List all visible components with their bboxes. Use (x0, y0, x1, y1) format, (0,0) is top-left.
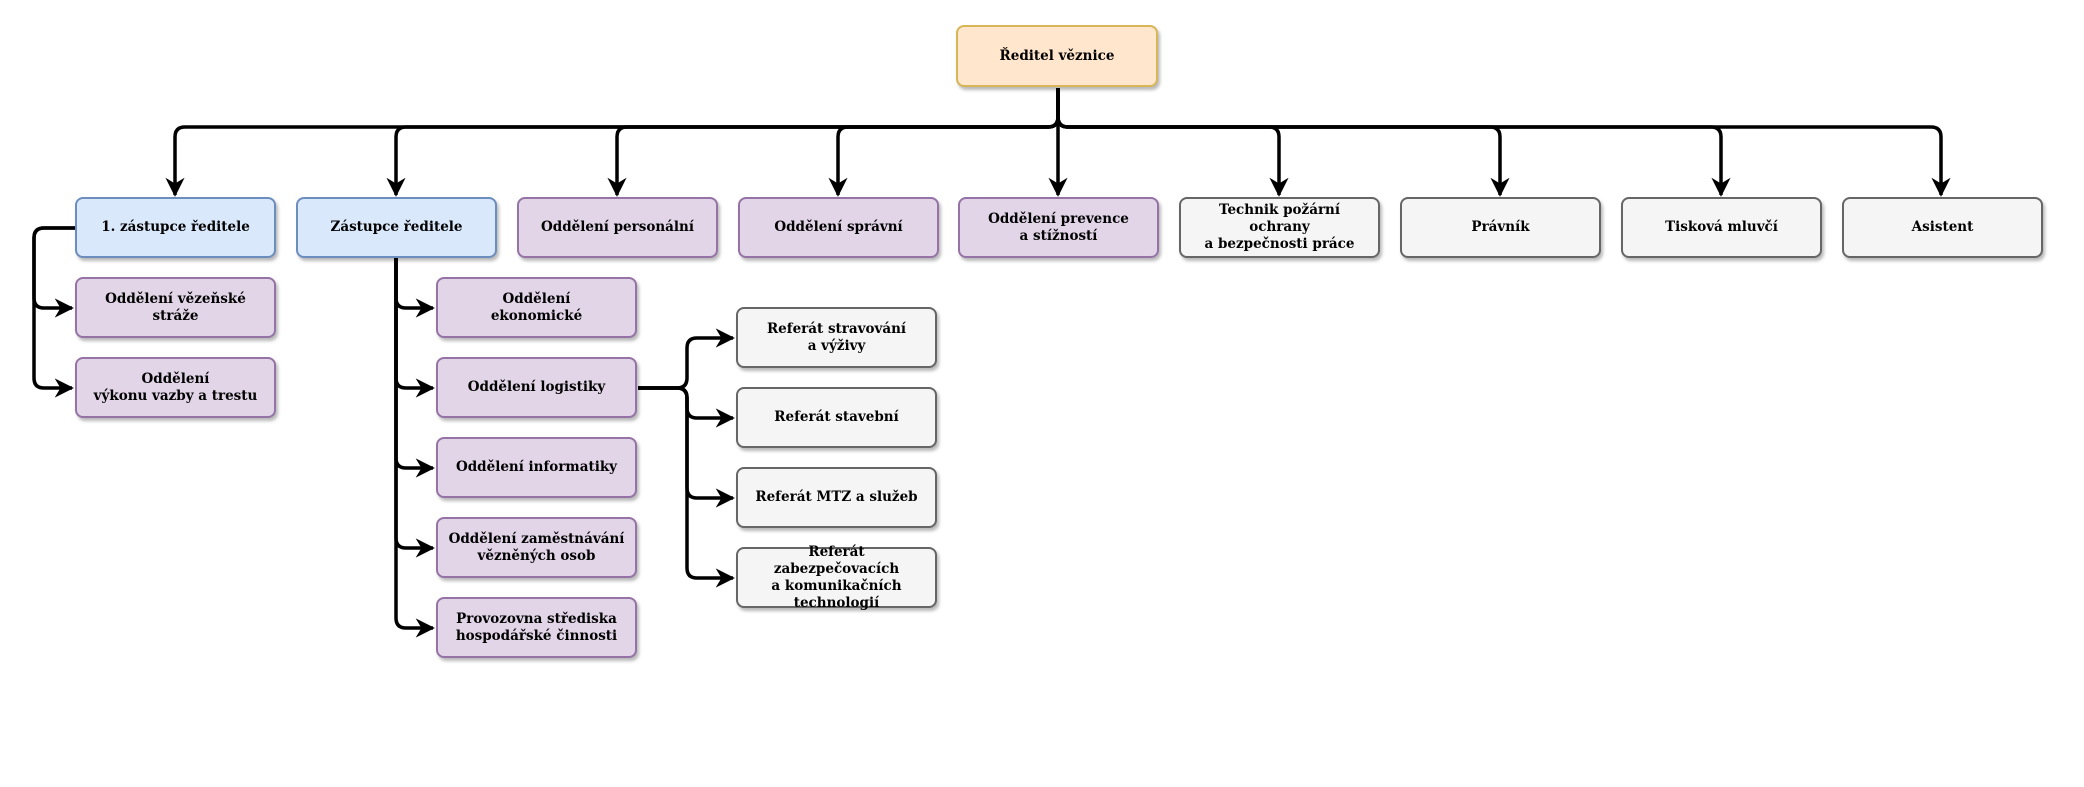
node-first-deputy-label: 1. zástupce ředitele (101, 219, 250, 235)
node-construction-unit-label: Referát stavební (774, 409, 899, 425)
node-fire-safety-technician-label: Technik požární ochrany a bezpečnosti pr… (1204, 202, 1355, 252)
node-construction-unit: Referát stavební (736, 387, 937, 448)
node-catering-unit-label: Referát stravování a výživy (766, 320, 907, 354)
edge-logistics-security-tech (638, 386, 735, 588)
node-personnel-dept: Oddělení personální (517, 197, 718, 258)
node-assistant: Asistent (1842, 197, 2043, 258)
node-admin-dept: Oddělení správní (738, 197, 939, 258)
edge-deputy2-it (394, 258, 435, 478)
node-custody-dept: Oddělení výkonu vazby a trestu (75, 357, 276, 418)
node-prevention-dept: Oddělení prevence a stížností (958, 197, 1159, 258)
node-inmate-employment-dept-label: Oddělení zaměstnávání vězněných osob (448, 530, 625, 564)
node-logistics-dept-label: Oddělení logistiky (467, 379, 606, 395)
node-economic-workshop: Provozovna střediska hospodářské činnost… (436, 597, 637, 658)
node-assistant-label: Asistent (1911, 219, 1974, 235)
edge-root-admin (828, 88, 1060, 197)
node-it-dept-label: Oddělení informatiky (455, 459, 618, 475)
node-security-tech-unit-label: Referát zabezpečovacích a komunikačních … (771, 543, 902, 611)
node-prison-guard-dept: Oddělení vězeňské stráže (75, 277, 276, 338)
node-economic-dept-label: Oddělení ekonomické (490, 290, 583, 324)
node-deputy: Zástupce ředitele (296, 197, 497, 258)
node-spokesperson-label: Tisková mluvčí (1665, 219, 1778, 235)
node-prison-guard-dept-label: Oddělení vězeňské stráže (105, 290, 246, 324)
node-economic-dept: Oddělení ekonomické (436, 277, 637, 338)
node-admin-dept-label: Oddělení správní (774, 219, 903, 235)
node-logistics-dept: Oddělení logistiky (436, 357, 637, 418)
edge-deputy2-logistics (394, 258, 435, 398)
edge-deputy1-guard (32, 226, 75, 318)
node-mtz-unit: Referát MTZ a služeb (736, 467, 937, 528)
node-lawyer: Právník (1400, 197, 1601, 258)
node-personnel-dept-label: Oddělení personální (541, 219, 694, 235)
node-lawyer-label: Právník (1471, 219, 1530, 235)
node-it-dept: Oddělení informatiky (436, 437, 637, 498)
node-mtz-unit-label: Referát MTZ a služeb (755, 489, 918, 505)
edge-deputy1-custody (32, 226, 75, 398)
node-spokesperson: Tisková mluvčí (1621, 197, 1822, 258)
node-prevention-dept-label: Oddělení prevence a stížností (988, 210, 1129, 244)
node-inmate-employment-dept: Oddělení zaměstnávání vězněných osob (436, 517, 637, 578)
node-economic-workshop-label: Provozovna střediska hospodářské činnost… (455, 610, 618, 644)
node-security-tech-unit: Referát zabezpečovacích a komunikačních … (736, 544, 937, 611)
node-custody-dept-label: Oddělení výkonu vazby a trestu (93, 370, 258, 404)
edge-root-assistant (1056, 88, 1951, 197)
edge-deputy2-workshop (394, 258, 435, 638)
edge-root-deputy2 (386, 88, 1060, 197)
edge-deputy2-economic (394, 258, 435, 318)
node-catering-unit: Referát stravování a výživy (736, 307, 937, 368)
node-director-label: Ředitel věznice (999, 47, 1115, 64)
node-director: Ředitel věznice (956, 25, 1158, 87)
edge-logistics-catering (638, 328, 735, 390)
edge-deputy2-employment (394, 258, 435, 558)
edge-root-spokesperson (1056, 88, 1731, 197)
node-first-deputy: 1. zástupce ředitele (75, 197, 276, 258)
node-deputy-label: Zástupce ředitele (330, 219, 463, 235)
node-fire-safety-technician: Technik požární ochrany a bezpečnosti pr… (1179, 197, 1380, 258)
edge-root-fire-safety (1056, 88, 1289, 197)
